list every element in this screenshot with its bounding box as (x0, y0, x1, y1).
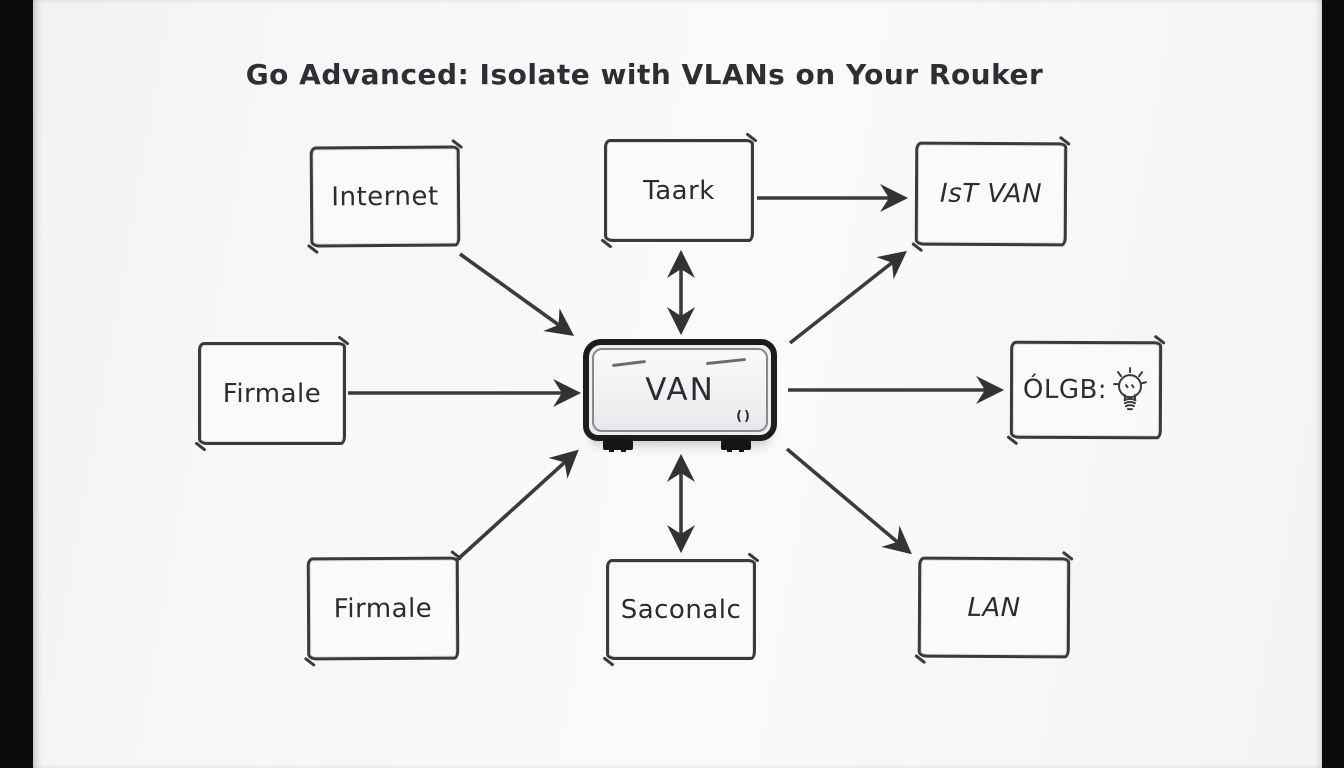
router-shine-mark (705, 357, 747, 366)
node-firewall-bottom: Firmale (306, 556, 460, 661)
router-foot (603, 439, 633, 452)
node-olgb-label: ÓLGB: (1022, 374, 1108, 406)
node-task-label: Taark (643, 175, 715, 206)
node-firewall-left-label: Firmale (222, 378, 322, 409)
node-ist-van-label: IsT VAN (939, 178, 1043, 210)
lightbulb-icon (1113, 367, 1148, 411)
diagram-title: Go Advanced: Isolate with VLANs on Your … (245, 58, 1044, 91)
node-lan-label: LAN (967, 592, 1021, 623)
node-internet-label: Internet (331, 181, 439, 212)
router-shine-mark (611, 359, 647, 368)
node-ist-van: IsT VAN (914, 141, 1068, 247)
router-faceplate: VAN () (592, 348, 768, 432)
node-task: Taark (604, 139, 754, 242)
node-saconalc-label: Saconalc (620, 594, 742, 625)
node-lan: LAN (917, 556, 1071, 659)
node-firewall-left: Firmale (198, 342, 346, 445)
router-port-text: () (736, 409, 752, 424)
router-foot (721, 439, 751, 452)
node-saconalc: Saconalc (606, 559, 756, 660)
node-router-device: VAN () (583, 339, 777, 452)
node-router-label: VAN (645, 372, 715, 408)
node-olgb: ÓLGB: (1009, 340, 1163, 440)
node-internet: Internet (309, 145, 461, 248)
node-firewall-bottom-label: Firmale (333, 593, 433, 624)
